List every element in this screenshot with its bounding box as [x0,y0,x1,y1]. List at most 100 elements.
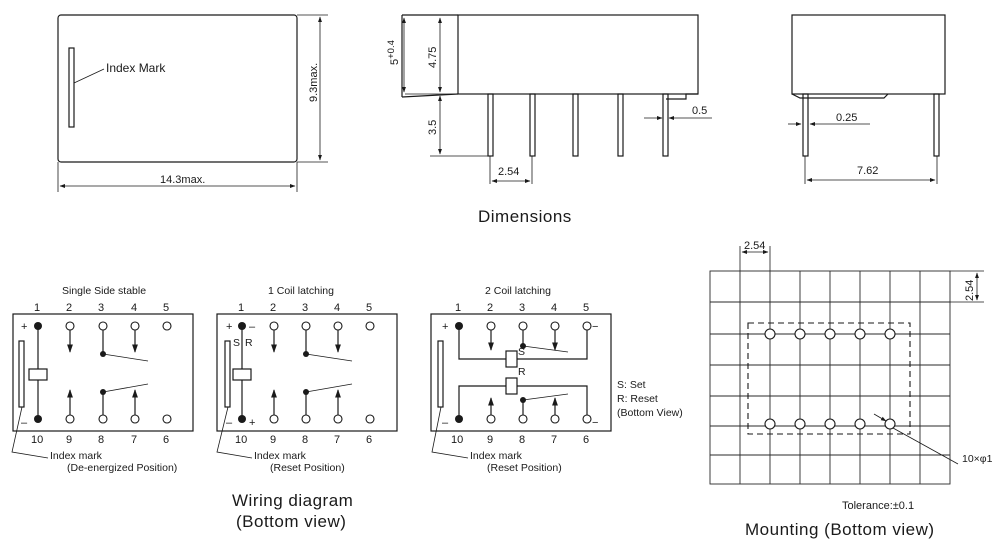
pin-label-10: 10 [235,434,247,446]
pin-label-7: 7 [551,434,557,446]
pin-length-label: 3.5 [427,120,439,135]
mounting-hole [854,328,866,340]
mounting-hole [854,418,866,430]
pin-label-7: 7 [131,434,137,446]
hole-spec-label: 10×φ1 [962,453,993,465]
mounting-hole [824,418,836,430]
pin-label-2: 2 [270,302,276,314]
pin-label-3: 3 [519,302,525,314]
side-pin [529,93,536,157]
mounting-hole [824,328,836,340]
pin-label-10: 10 [451,434,463,446]
mounting-pitch-h-label: 2.54 [744,240,765,252]
pin-label-7: 7 [334,434,340,446]
body-height-alt-label: 5+0.4 [386,40,401,65]
tolerance-label: Tolerance:±0.1 [842,500,914,512]
legend-bottom-view: (Bottom View) [617,407,683,419]
pin-label-10: 10 [31,434,43,446]
mounting-pitch-v-label: 2.54 [964,280,976,301]
panel-title: 2 Coil latching [485,285,551,297]
pin-width-label: 0.5 [692,105,707,117]
position-note: (Reset Position) [487,462,562,474]
index-mark [437,340,444,408]
position-note: (Reset Position) [270,462,345,474]
relay-end-body [791,14,946,95]
plus-sign: + [226,321,232,333]
top-view: Index Mark 9.3max. 14.3max. [57,14,328,192]
end-pin [933,93,940,157]
pin-label-6: 6 [583,434,589,446]
pin-label-8: 8 [302,434,308,446]
side-pin [487,93,494,157]
reset-coil [505,377,518,395]
minus-sign: – [249,321,256,333]
relay-footprint-outline [747,322,911,435]
set-label: S [233,337,240,349]
relay-top-outline [57,14,298,163]
coil-reset-letter: R [518,366,526,378]
index-mark-note: Index mark [50,450,103,462]
mounting-hole [764,328,776,340]
index-mark-leader [73,68,105,84]
index-mark [224,340,231,408]
end-pin [802,93,809,157]
wiring-panel-1-coil-latching: 1 Coil latching 1 2 3 4 5 + – – + S R 10… [216,285,398,474]
pin-label-9: 9 [66,434,72,446]
wiring-title: Wiring diagram [232,491,353,510]
mounting-hole [884,328,896,340]
index-mark [18,340,25,408]
wiring-panel-single-side-stable: Single Side stable 1 2 3 4 5 + – 10 9 8 [11,285,194,474]
pin-label-5: 5 [366,302,372,314]
end-view: 0.25 7.62 [788,14,946,184]
side-pin [662,93,669,157]
mounting-title: Mounting (Bottom view) [745,520,935,539]
coil [232,368,252,381]
relay-side-body [457,14,699,95]
coil-set-letter: S [518,346,525,358]
pin-label-9: 9 [487,434,493,446]
pin-label-8: 8 [98,434,104,446]
panel-title: Single Side stable [62,285,146,297]
index-mark-note: Index mark [254,450,307,462]
side-view: 5+0.4 4.75 3.5 2.54 0.5 [386,14,712,184]
wiring-subtitle: (Bottom view) [236,512,346,531]
plus-sign: + [442,321,448,333]
row-spacing-label: 7.62 [857,165,878,177]
pin-label-9: 9 [270,434,276,446]
legend-set: S: Set [617,379,646,391]
pin-thickness-label: 0.25 [836,112,857,124]
height-max-label: 9.3max. [308,63,320,102]
mounting-hole [794,418,806,430]
mounting-grid [709,270,951,485]
minus-sign: – [226,417,233,429]
side-pin [572,93,579,157]
pin-label-6: 6 [366,434,372,446]
plus-sign: + [21,321,27,333]
dimensions-title: Dimensions [478,207,572,226]
mounting-hole [794,328,806,340]
pin-label-4: 4 [551,302,557,314]
pin-label-1: 1 [455,302,461,314]
minus-sign: – [21,417,28,429]
panel-frame [430,313,612,432]
plus-sign: + [249,417,255,429]
pin-label-1: 1 [238,302,244,314]
legend-reset: R: Reset [617,393,658,405]
pin-label-2: 2 [66,302,72,314]
pin-label-5: 5 [583,302,589,314]
pin-label-8: 8 [519,434,525,446]
minus-sign: − [592,417,598,429]
pin-label-5: 5 [163,302,169,314]
minus-sign: − [592,321,598,333]
index-mark-note: Index mark [470,450,523,462]
pin-label-2: 2 [487,302,493,314]
pin-label-3: 3 [302,302,308,314]
pin-label-4: 4 [131,302,137,314]
minus-sign: – [442,417,449,429]
wiring-panel-2-coil-latching: 2 Coil latching 1 2 3 4 5 + – − − S R [430,285,683,474]
mounting-hole [764,418,776,430]
pin-label-4: 4 [334,302,340,314]
body-height-label: 4.75 [427,47,439,68]
index-mark [68,47,75,128]
